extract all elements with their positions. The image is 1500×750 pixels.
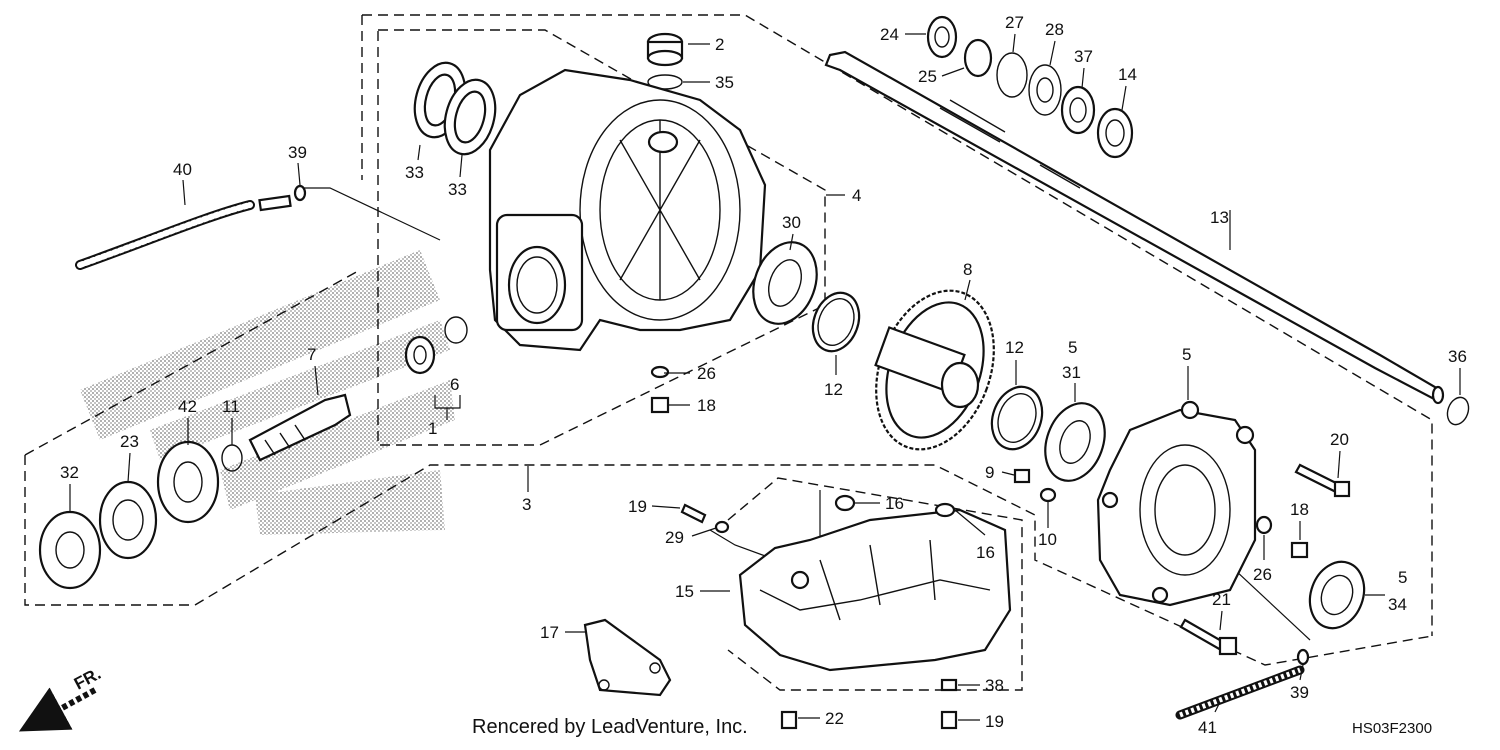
- breather-cap: [646, 32, 684, 90]
- callout-26-right: 26: [1253, 565, 1272, 584]
- oil-seal-34: [1308, 560, 1366, 630]
- hose-clip-top: [293, 184, 307, 202]
- callout-6: 6: [450, 375, 459, 394]
- hose-41: [1175, 648, 1310, 720]
- callout-12-left: 12: [824, 380, 843, 399]
- bearing-30: [752, 241, 818, 325]
- callout-37: 37: [1074, 47, 1093, 66]
- oil-seals-33: [413, 61, 497, 156]
- callout-10: 10: [1038, 530, 1057, 549]
- callout-21: 21: [1212, 590, 1231, 609]
- diagram-code: HS03F2300: [1352, 720, 1432, 737]
- callout-33a: 33: [405, 163, 424, 182]
- axle-parts-upper: [926, 15, 1134, 159]
- callout-4: 4: [852, 186, 861, 205]
- callout-labels: 2 35 33 33 39 40 4 30 8 12 12 5 31 5 36 …: [60, 13, 1467, 737]
- direction-label: FR.: [71, 664, 104, 694]
- callout-1: 1: [428, 419, 437, 438]
- callout-18-right: 18: [1290, 500, 1309, 519]
- pinion-parts: [248, 316, 468, 462]
- callout-19-bottom: 19: [985, 712, 1004, 731]
- callout-27: 27: [1005, 13, 1024, 32]
- callout-22: 22: [825, 709, 844, 728]
- callout-39-bottom: 39: [1290, 683, 1309, 702]
- callout-5-seal: 5: [1398, 568, 1407, 587]
- callout-34: 34: [1388, 595, 1407, 614]
- front-direction-indicator: FR.: [18, 664, 104, 732]
- skid-plate: [738, 508, 1012, 672]
- callout-28: 28: [1045, 20, 1064, 39]
- callout-35: 35: [715, 73, 734, 92]
- callout-9: 9: [985, 463, 994, 482]
- pinion-bearings: [38, 440, 243, 590]
- gear-case: [488, 68, 767, 352]
- callout-13: 13: [1210, 208, 1229, 227]
- callout-12-right: 12: [1005, 338, 1024, 357]
- axle-shaft: [824, 50, 1445, 405]
- bearing-31: [1044, 402, 1106, 482]
- callout-33b: 33: [448, 180, 467, 199]
- callout-41: 41: [1198, 718, 1217, 737]
- callout-17: 17: [540, 623, 559, 642]
- callout-42: 42: [178, 397, 197, 416]
- bracket-17: [583, 618, 672, 697]
- assembly-outline-upper: [361, 14, 1433, 636]
- bolts-and-nuts: [650, 365, 1351, 730]
- callout-26-left: 26: [697, 364, 716, 383]
- callout-30: 30: [782, 213, 801, 232]
- callout-5-cover: 5: [1182, 345, 1191, 364]
- callout-11: 11: [222, 397, 240, 416]
- callout-20: 20: [1330, 430, 1349, 449]
- callout-16-right: 16: [976, 543, 995, 562]
- watermark-text: Rencered by LeadVenture, Inc.: [472, 716, 748, 738]
- shim-12-right: [990, 385, 1044, 451]
- callout-15: 15: [675, 582, 694, 601]
- callout-31: 31: [1062, 363, 1081, 382]
- callout-40: 40: [173, 160, 192, 179]
- callout-16-left: 16: [885, 494, 904, 513]
- gear-case-cover: [1096, 400, 1257, 607]
- callout-14: 14: [1118, 65, 1137, 84]
- callout-18-left: 18: [697, 396, 716, 415]
- callout-38: 38: [985, 676, 1004, 695]
- callout-7: 7: [307, 345, 316, 364]
- callout-36: 36: [1448, 347, 1467, 366]
- callout-39-top: 39: [288, 143, 307, 162]
- callout-29: 29: [665, 528, 684, 547]
- callout-24: 24: [880, 25, 899, 44]
- callout-25: 25: [918, 67, 937, 86]
- shim-12-left: [811, 291, 861, 353]
- callout-23: 23: [120, 432, 139, 451]
- callout-2: 2: [715, 35, 724, 54]
- ring-gear: [874, 289, 995, 451]
- faded-logo-watermark: [80, 250, 455, 535]
- callout-19-top: 19: [628, 497, 647, 516]
- assembly-outline-lower: [24, 269, 1433, 691]
- callout-5-bearing: 5: [1068, 338, 1077, 357]
- circlip-36: [1446, 396, 1470, 426]
- callout-8: 8: [963, 260, 972, 279]
- callout-32: 32: [60, 463, 79, 482]
- breather-hose: [75, 194, 292, 270]
- callout-3: 3: [522, 495, 531, 514]
